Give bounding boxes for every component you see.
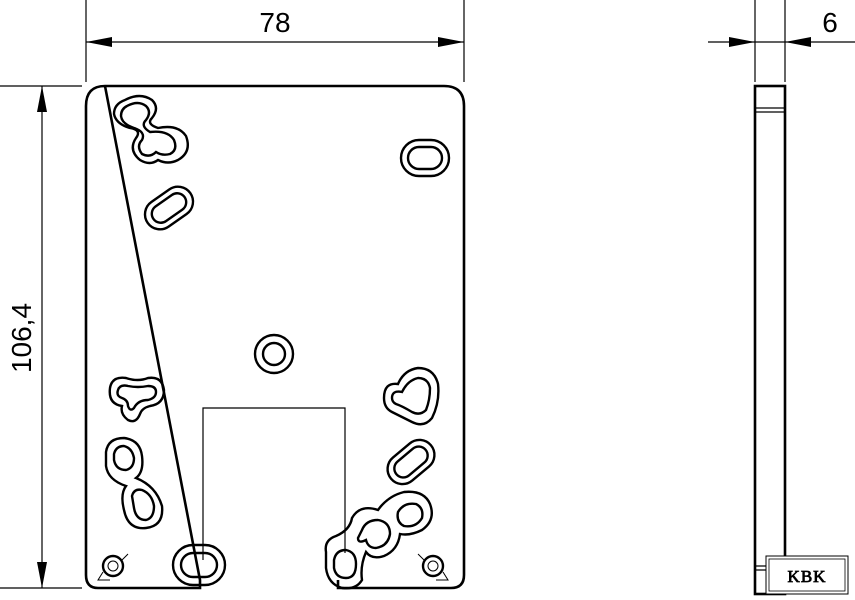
side-view — [753, 0, 787, 596]
cluster-right-lower-inner-a — [396, 502, 424, 528]
height-label: 106,4 — [6, 303, 37, 373]
center-hole-inner — [261, 341, 287, 367]
arrowhead-thickness-left — [729, 37, 755, 47]
slot-top-left-inner — [150, 192, 188, 224]
arrowhead-left — [86, 37, 112, 47]
width-label: 78 — [259, 7, 290, 38]
slot-left-lower-inner-a — [112, 444, 136, 472]
screw-bottom-left — [101, 554, 125, 578]
slot-top-right-inner — [406, 145, 444, 171]
screw-bottom-right-tab — [436, 571, 449, 581]
kbk-logo: KBK — [765, 555, 849, 595]
center-cutout — [202, 407, 346, 560]
plate-outline — [84, 84, 466, 590]
cluster-right-lower — [324, 490, 433, 590]
height-dimension: 106,4 — [0, 85, 82, 589]
screw-bottom-right-inner — [427, 560, 439, 572]
cluster-right-lower-inner-b — [356, 518, 392, 550]
keyhole-top-left-inner — [119, 101, 177, 157]
plate-holes — [97, 94, 451, 590]
screw-bottom-left-inner — [107, 560, 119, 572]
center-hole — [253, 333, 295, 375]
arrowhead-thickness-right — [785, 37, 811, 47]
slot-bottom-center — [171, 543, 227, 587]
cluster-right-lower-inner-c — [332, 548, 358, 580]
slot-right-middle — [386, 438, 436, 486]
keyhole-right-middle — [382, 366, 440, 426]
width-dimension: 78 — [85, 0, 465, 82]
logo-text: KBK — [788, 567, 827, 586]
slot-right-middle-inner — [393, 445, 429, 479]
thickness-dimension: 6 — [708, 7, 855, 47]
slot-left-lower — [104, 436, 164, 530]
side-view-outline — [753, 84, 787, 596]
arrowhead-bottom — [37, 562, 47, 588]
thickness-label: 6 — [822, 7, 838, 38]
keyhole-left-middle-inner — [116, 384, 158, 411]
keyhole-left-middle — [108, 376, 166, 423]
slot-bottom-center-inner — [179, 551, 219, 579]
front-view-plate — [84, 84, 466, 590]
screw-bottom-left-tab — [97, 571, 110, 581]
arrowhead-right — [438, 37, 464, 47]
keyhole-right-middle-inner — [390, 376, 432, 415]
slot-left-lower-inner-b — [130, 488, 156, 522]
slot-top-right — [399, 138, 451, 178]
slot-top-left — [143, 185, 195, 231]
screw-bottom-right — [421, 554, 445, 578]
keyhole-top-left — [112, 94, 189, 165]
arrowhead-top — [37, 86, 47, 112]
